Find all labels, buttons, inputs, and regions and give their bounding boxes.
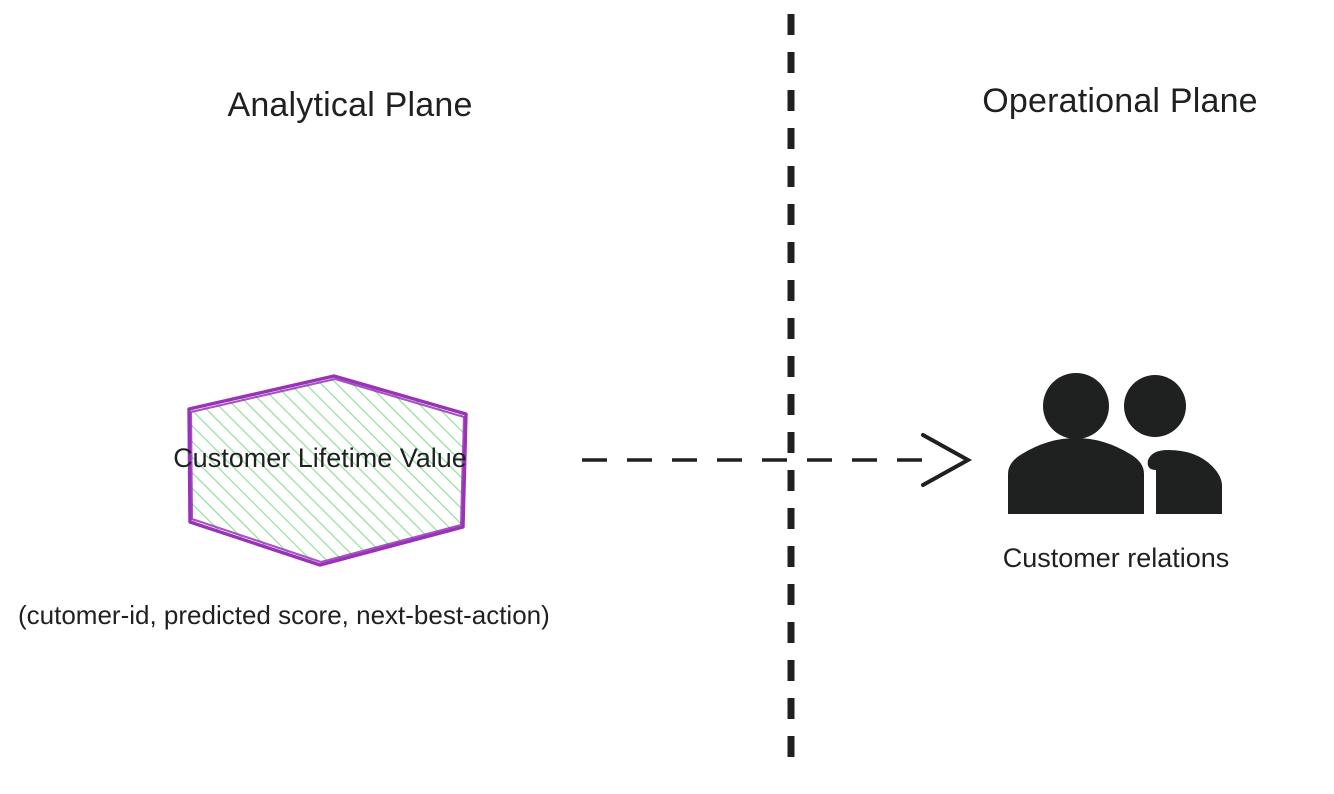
operational-plane-title: Operational Plane bbox=[982, 82, 1258, 120]
clv-hexagon-node[interactable] bbox=[182, 370, 474, 574]
person-body-secondary bbox=[1147, 450, 1222, 514]
clv-to-customer-relations-arrow bbox=[580, 432, 973, 488]
customer-relations-node[interactable] bbox=[1000, 368, 1232, 520]
person-body-primary bbox=[1008, 438, 1144, 514]
clv-hexagon-outline bbox=[187, 374, 468, 567]
person-head-primary bbox=[1043, 373, 1109, 439]
analytical-plane-title: Analytical Plane bbox=[227, 86, 473, 124]
clv-schema-caption: (cutomer-id, predicted score, next-best-… bbox=[18, 600, 550, 630]
arrow-head-icon bbox=[921, 433, 973, 487]
customer-relations-label: Customer relations bbox=[1002, 543, 1230, 573]
clv-hexagon-outline-sketch bbox=[189, 377, 466, 564]
people-icon bbox=[1008, 373, 1222, 514]
person-head-secondary bbox=[1124, 375, 1186, 437]
plane-divider bbox=[787, 12, 795, 766]
clv-hexagon-fill bbox=[189, 376, 466, 565]
